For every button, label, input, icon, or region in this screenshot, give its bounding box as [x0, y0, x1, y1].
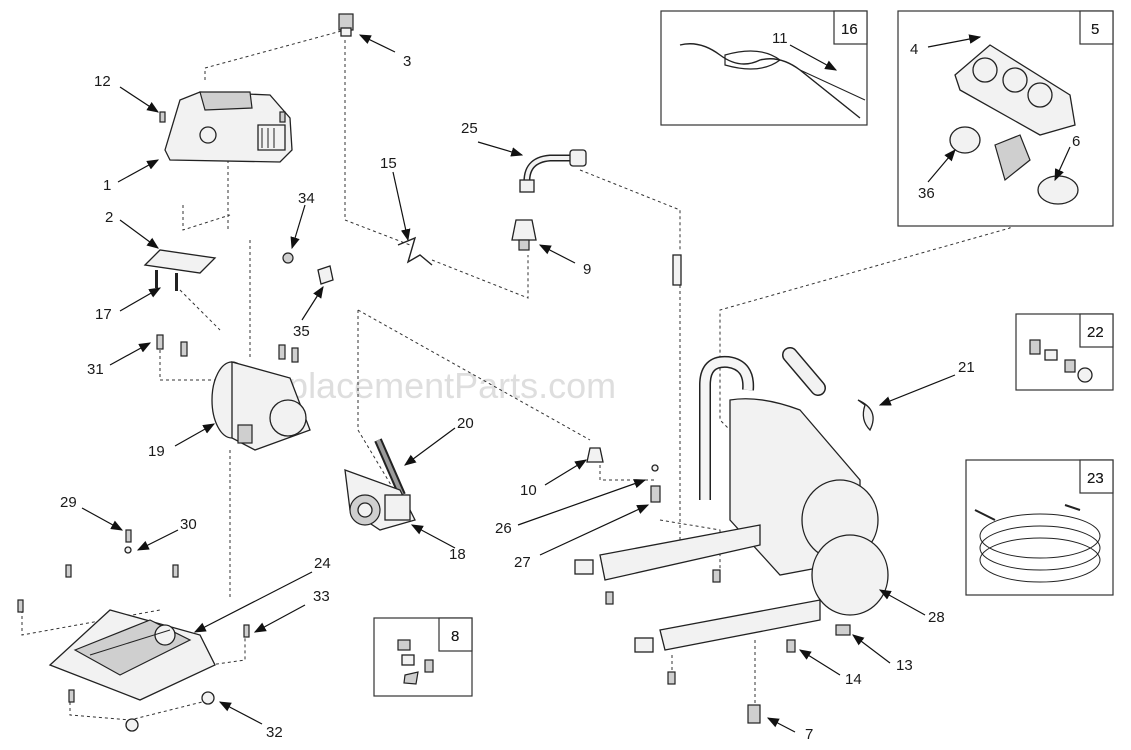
inset-box-5: 5 — [897, 10, 1114, 227]
callout-21: 21 — [958, 359, 975, 376]
part-fitting-9 — [511, 219, 537, 251]
callout-26: 26 — [495, 520, 512, 537]
callout-14: 14 — [845, 671, 862, 688]
part-fittings-7-13-14 — [605, 569, 851, 724]
callout-13: 13 — [896, 657, 913, 674]
part-pump — [344, 469, 416, 531]
callout-11: 11 — [772, 30, 788, 47]
callout-9: 9 — [583, 261, 591, 278]
callout-29: 29 — [60, 494, 77, 511]
part-bracket — [143, 249, 217, 291]
callout-36: 36 — [918, 185, 935, 202]
callout-28: 28 — [928, 609, 945, 626]
inset-box-number: 5 — [1091, 21, 1099, 38]
part-shroud — [164, 91, 293, 163]
callout-23: 23 — [1087, 470, 1104, 487]
part-screws-31 — [156, 334, 299, 363]
part-nuts-32 — [125, 691, 215, 732]
assembly-dashed-lines — [21, 29, 1011, 721]
callout-12: 12 — [94, 73, 111, 90]
part-tank-frame — [574, 254, 889, 653]
part-handle-grip — [782, 347, 874, 432]
callout-4: 4 — [910, 41, 918, 58]
callout-24: 24 — [314, 555, 331, 572]
callout-27: 27 — [514, 554, 531, 571]
inset-box-23: 23 — [965, 459, 1114, 596]
callout-33: 33 — [313, 588, 330, 605]
part-rod — [374, 438, 406, 497]
callout-20: 20 — [457, 415, 474, 432]
inset-box-16: 16 — [660, 10, 868, 126]
callout-15: 15 — [380, 155, 397, 172]
callout-31: 31 — [87, 361, 104, 378]
callout-30: 30 — [180, 516, 197, 533]
callout-1: 1 — [103, 177, 111, 194]
callout-32: 32 — [266, 724, 283, 741]
callout-3: 3 — [403, 53, 411, 70]
part-valve-10 — [586, 447, 604, 463]
part-base — [48, 609, 216, 701]
part-screws-12 — [159, 111, 286, 123]
part-switch — [338, 13, 354, 37]
part-fittings-34-35 — [282, 252, 334, 285]
callout-10: 10 — [520, 482, 537, 499]
callout-16: 16 — [841, 21, 858, 38]
callout-6: 6 — [1072, 133, 1080, 150]
inset-box-number: 8 — [451, 628, 459, 645]
leader-lines — [81, 34, 1071, 733]
callout-7: 7 — [805, 726, 813, 743]
part-valve-26-27 — [650, 464, 661, 503]
callout-22: 22 — [1087, 324, 1104, 341]
callout-34: 34 — [298, 190, 315, 207]
callout-18: 18 — [449, 546, 466, 563]
callout-8: 8 — [451, 628, 459, 645]
callout-17: 17 — [95, 306, 112, 323]
callout-35: 35 — [293, 323, 310, 340]
part-hose — [519, 149, 587, 193]
callout-25: 25 — [461, 120, 478, 137]
inset-box-number: 22 — [1087, 324, 1104, 341]
inset-box-number: 23 — [1087, 470, 1104, 487]
inset-box-22: 22 — [1015, 313, 1114, 391]
callout-2: 2 — [105, 209, 113, 226]
callout-labels: 1 2 3 4 5 6 7 8 9 10 11 12 13 14 15 16 1… — [60, 21, 1104, 743]
part-screws-29-30 — [17, 529, 250, 703]
part-motor-housing — [211, 361, 311, 451]
callout-5: 5 — [1091, 21, 1099, 38]
callout-19: 19 — [148, 443, 165, 460]
inset-box-number: 16 — [841, 21, 858, 38]
inset-box-8: 8 — [373, 617, 473, 697]
